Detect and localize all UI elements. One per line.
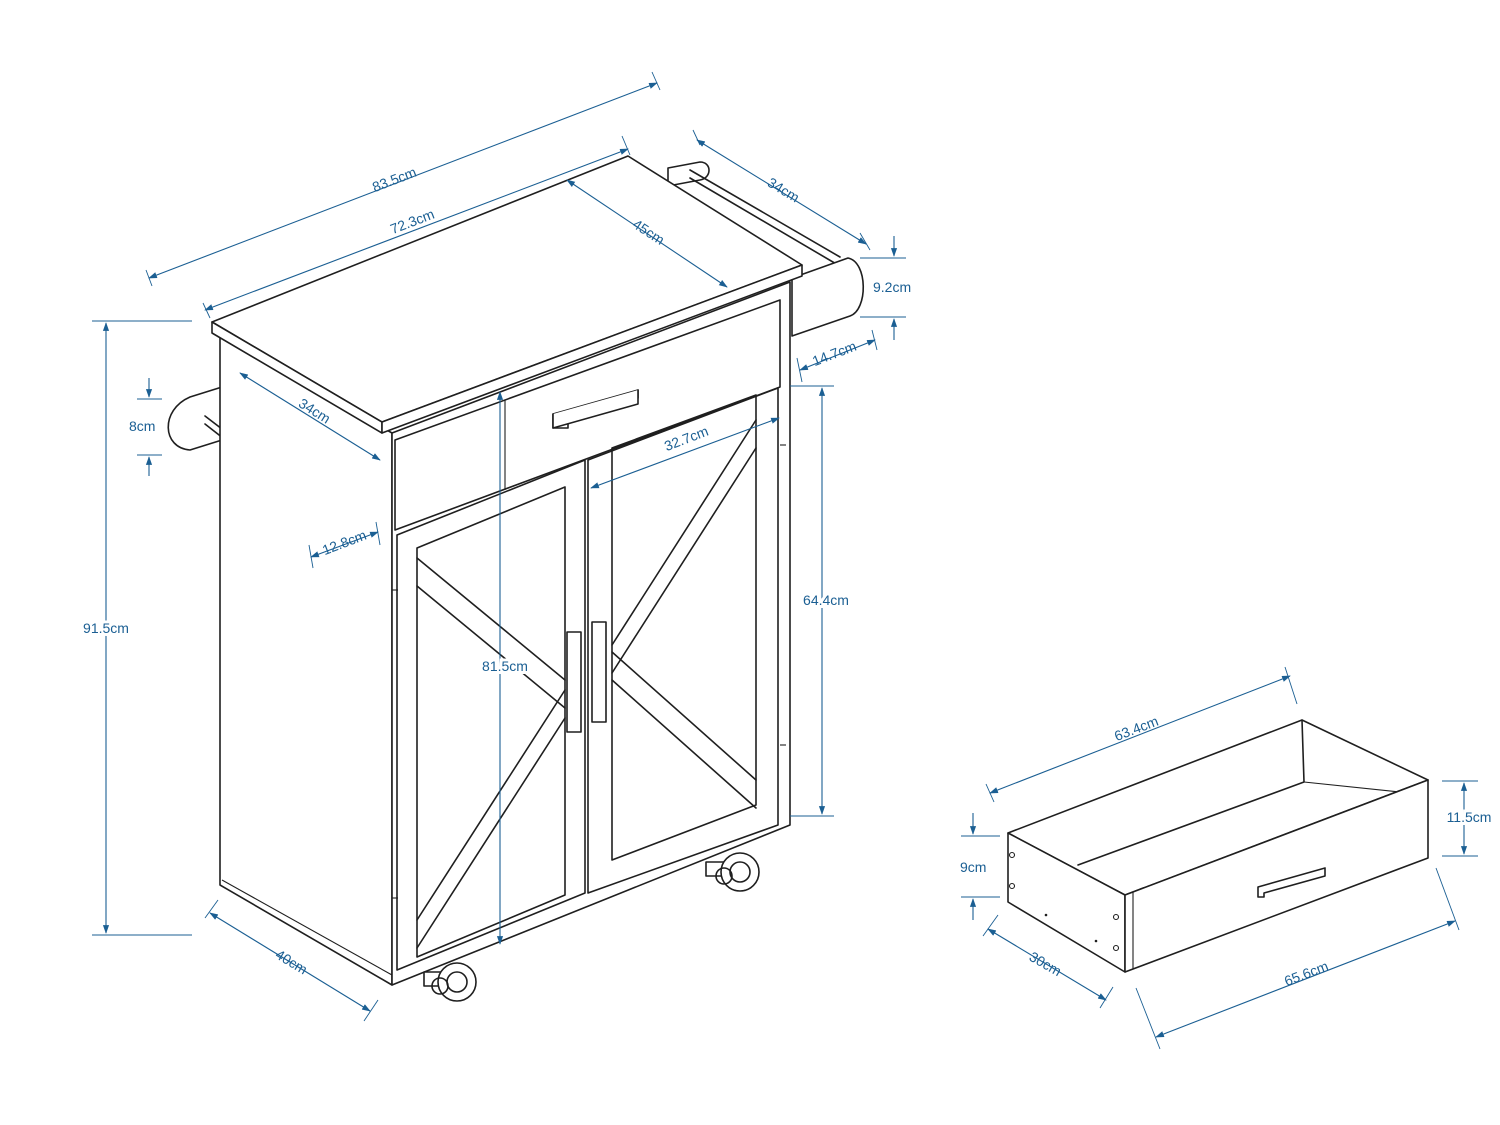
cart-left-side bbox=[219, 334, 393, 986]
dim-label-overall-height: 91.5cm bbox=[83, 620, 129, 636]
dim-label-top-width: 72.3cm bbox=[388, 206, 437, 237]
dim-left-bar-height: 8cm bbox=[129, 378, 162, 476]
drawer-drawing bbox=[1007, 719, 1429, 973]
dim-right-bar-height: 9.2cm bbox=[860, 236, 911, 340]
dim-label-drawer-depth: 30cm bbox=[1027, 948, 1065, 979]
dim-label-drawer-side-height: 9cm bbox=[960, 859, 986, 875]
dim-label-side-depth: 40cm bbox=[273, 946, 311, 977]
dim-label-left-bar-height: 8cm bbox=[129, 418, 155, 434]
dim-drawer-side-height: 9cm bbox=[960, 813, 1000, 920]
dim-label-overall-width: 83.5cm bbox=[370, 164, 419, 195]
cart-left-door bbox=[392, 459, 586, 971]
dim-drawer-front-height: 11.5cm bbox=[1442, 780, 1494, 857]
caster-front bbox=[423, 962, 477, 1002]
dim-overall-height: 91.5cm bbox=[80, 320, 192, 936]
kitchen-cart-drawing bbox=[167, 155, 865, 1002]
drawer-handle bbox=[1257, 867, 1326, 898]
dim-inner-height: 81.5cm bbox=[479, 391, 531, 945]
dim-label-right-bar-length: 34cm bbox=[765, 174, 803, 205]
dim-label-inner-height: 81.5cm bbox=[482, 658, 528, 674]
dim-label-drawer-inner-width: 63.4cm bbox=[1112, 713, 1161, 744]
dim-label-right-bar-offset: 14.7cm bbox=[810, 338, 859, 369]
cart-drawer-front bbox=[394, 299, 781, 531]
caster-back bbox=[705, 852, 760, 892]
dim-label-door-height: 64.4cm bbox=[803, 592, 849, 608]
dim-door-height: 64.4cm bbox=[790, 385, 852, 817]
dim-right-bar-offset: 14.7cm bbox=[796, 329, 878, 383]
dim-label-right-bar-height: 9.2cm bbox=[873, 279, 911, 295]
dim-label-drawer-front-width: 65.6cm bbox=[1282, 958, 1331, 989]
dim-label-drawer-front-height: 11.5cm bbox=[1447, 809, 1492, 825]
